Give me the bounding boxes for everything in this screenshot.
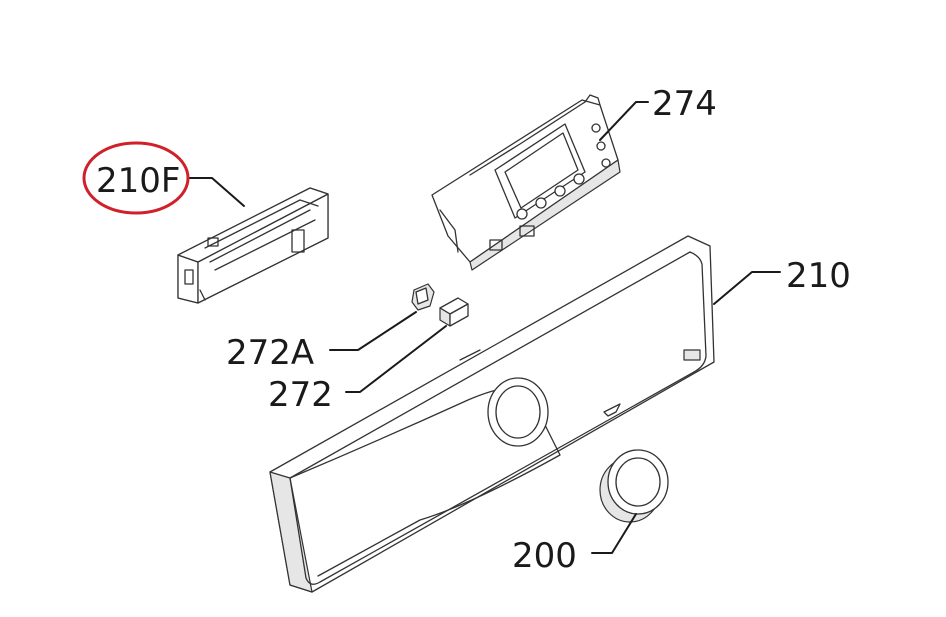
leader-274 <box>599 101 649 141</box>
label-210: 210 <box>786 256 851 296</box>
leader-210F <box>187 177 245 207</box>
highlight-circle <box>82 141 190 215</box>
leader-200 <box>591 513 637 554</box>
part-210F-drawing <box>177 187 329 304</box>
label-210F: 210F <box>96 161 180 201</box>
part-274-drawing <box>431 94 621 271</box>
part-272A-drawing <box>411 283 435 311</box>
part-200-drawing <box>599 449 669 523</box>
part-272-drawing <box>439 297 469 327</box>
label-274: 274 <box>652 84 717 124</box>
leader-210 <box>713 271 781 305</box>
part-210-drawing <box>269 235 715 593</box>
leader-272 <box>345 325 447 393</box>
label-200: 200 <box>512 536 577 576</box>
label-272A: 272A <box>226 333 314 373</box>
label-272: 272 <box>268 375 333 415</box>
leader-lines <box>187 101 781 554</box>
leader-272A <box>329 311 417 351</box>
